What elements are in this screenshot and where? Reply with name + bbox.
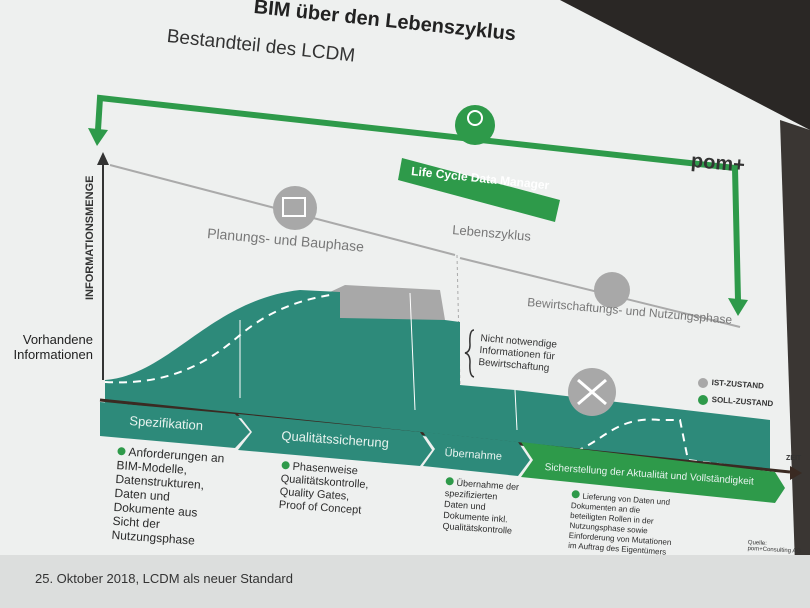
step-text-uebernahme: Übernahme der spezifizierten Daten und D… xyxy=(442,477,520,536)
lcdm-cycle-arrow xyxy=(95,94,741,301)
ist-area xyxy=(330,285,445,320)
soll-area xyxy=(105,290,770,470)
step-text-spezifikation: Anforderungen an BIM-Modelle, Datenstruk… xyxy=(111,444,225,548)
chevron-qualitaet xyxy=(238,414,432,466)
chevron-uebernahme xyxy=(423,432,530,476)
annotation-not-needed: Nicht notwendige Informationen für Bewir… xyxy=(477,333,558,375)
building-plan-icon xyxy=(273,186,317,230)
projector-shadow xyxy=(560,0,810,130)
chevron-spezifikation xyxy=(100,402,250,448)
lcdm-banner xyxy=(398,158,560,222)
step-text-qualitaet: Phasenweise Qualitätskontrolle, Quality … xyxy=(278,460,369,517)
y-axis-label: INFORMATIONSMENGE xyxy=(84,175,96,300)
pom-logo: pom+ xyxy=(690,150,746,177)
footer-text: 25. Oktober 2018, LCDM als neuer Standar… xyxy=(35,571,293,586)
key-tag-icon xyxy=(594,272,630,308)
chevron-sicherstellung xyxy=(521,442,785,503)
step-text-sicherstellung: Lieferung von Daten und Dokumenten an di… xyxy=(568,490,675,558)
x-axis-label: ZEIT xyxy=(786,455,802,462)
existing-info-label: Vorhandene Informationen xyxy=(13,332,94,362)
